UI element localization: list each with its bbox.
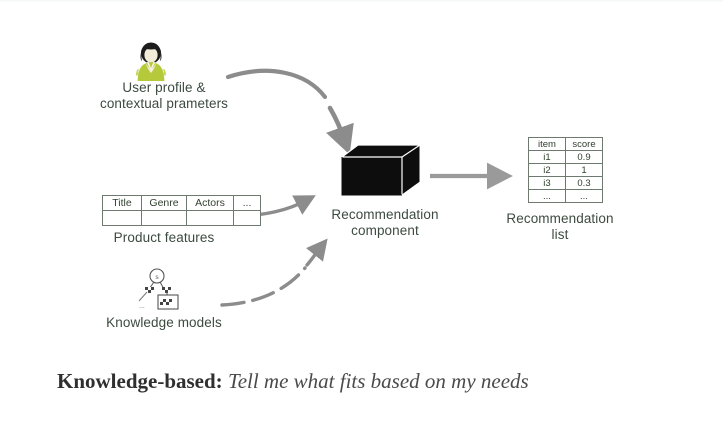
table-header-cell: item — [528, 137, 566, 151]
table-cell — [233, 210, 261, 226]
table-header-row: item score — [528, 137, 603, 151]
table-cell — [186, 210, 234, 226]
table-cell: i3 — [528, 176, 566, 190]
knowledge-models-label: Knowledge models — [106, 315, 222, 330]
black-3d-box-icon — [341, 144, 421, 196]
recommendation-list-table: item score i1 0.9 i2 1 i3 0.3 ... ... — [528, 137, 603, 203]
table-header-row: Title Genre Actors ... — [102, 195, 261, 211]
product-features-label: Product features — [113, 230, 215, 245]
arrow-user-profile-to-component — [225, 68, 354, 155]
table-header-cell: Title — [102, 195, 142, 211]
table-cell: 0.9 — [565, 150, 603, 164]
table-cell: ... — [565, 189, 603, 203]
table-header-cell: Actors — [186, 195, 234, 211]
user-profile-label: User profile & contextual prameters — [99, 80, 229, 111]
table-cell — [141, 210, 187, 226]
knowledge-graph-icon: s ... — [138, 268, 179, 310]
table-row — [102, 210, 261, 226]
arrow-knowledge-models-to-component — [220, 238, 328, 307]
table-row: i3 0.3 — [528, 176, 603, 190]
top-edge-tint — [0, 0, 723, 3]
table-header-cell: ... — [233, 195, 261, 211]
svg-text:...: ... — [139, 303, 145, 310]
table-cell — [102, 210, 142, 226]
caption-phrase: Tell me what fits based on my needs — [227, 369, 529, 393]
table-cell: 0.3 — [565, 176, 603, 190]
table-cell: i1 — [528, 150, 566, 164]
table-header-cell: score — [565, 137, 603, 151]
recommendation-component-label: Recommendation component — [331, 207, 439, 238]
table-cell: i2 — [528, 163, 566, 177]
table-header-cell: Genre — [141, 195, 187, 211]
slide-caption: Knowledge-based: Tell me what fits based… — [57, 369, 529, 394]
recommendation-list-label: Recommendation list — [506, 211, 614, 242]
table-row: i1 0.9 — [528, 150, 603, 164]
product-features-table: Title Genre Actors ... — [102, 195, 261, 226]
svg-text:s: s — [155, 274, 159, 281]
user-person-icon — [136, 42, 166, 81]
table-cell: 1 — [565, 163, 603, 177]
table-row: i2 1 — [528, 163, 603, 177]
caption-lead: Knowledge-based: — [57, 369, 223, 393]
table-cell: ... — [528, 189, 566, 203]
table-row: ... ... — [528, 189, 603, 203]
